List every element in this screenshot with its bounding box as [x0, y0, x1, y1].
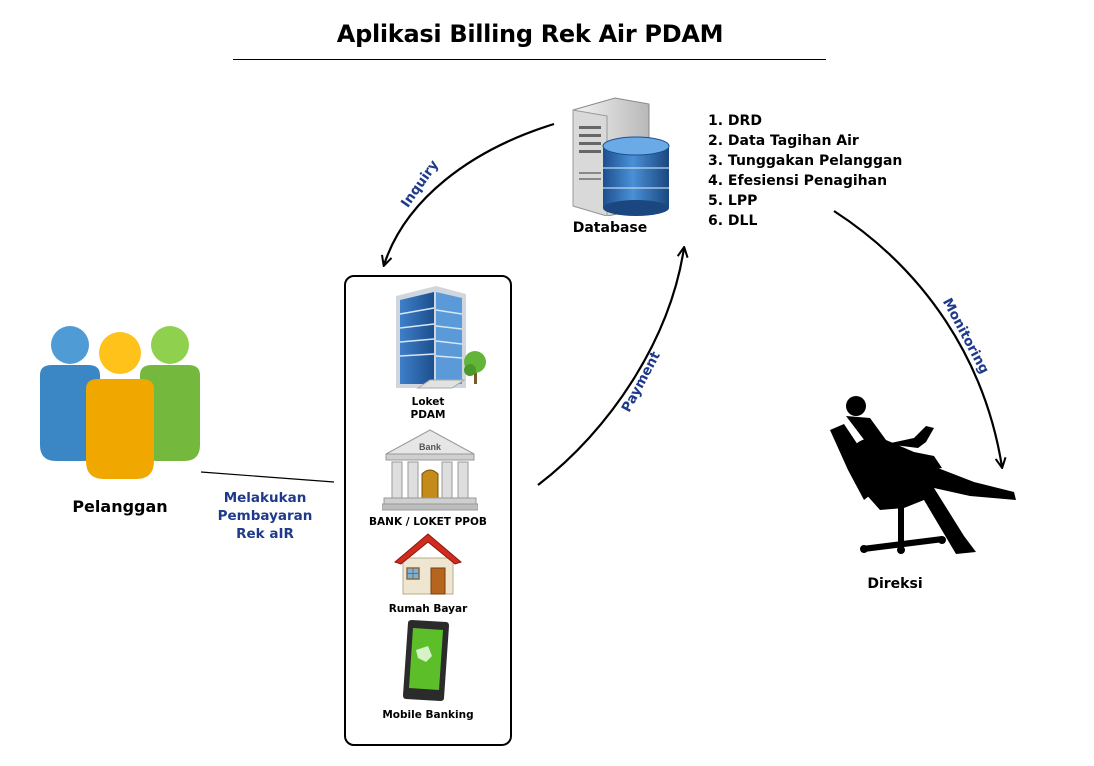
database-icon [565, 96, 671, 217]
channel-label-bank: BANK / LOKET PPOB [344, 516, 512, 529]
report-item: 2. Data Tagihan Air [708, 133, 859, 149]
channel-label-loket-pdam: Loket PDAM [344, 396, 512, 422]
bank-sign: Bank [419, 442, 442, 452]
payment-action-line: Rek aIR [236, 526, 294, 542]
report-item: 5. LPP [708, 193, 758, 209]
channel-label-line: BANK / LOKET PPOB [369, 516, 487, 528]
payment-action-line: Melakukan [223, 490, 307, 506]
report-item: 6. DLL [708, 213, 758, 229]
director-icon [824, 396, 1020, 560]
building-icon [390, 284, 490, 396]
payment-channels-box [344, 275, 512, 746]
channel-label-mobile-banking: Mobile Banking [344, 709, 512, 722]
inquiry-arrow [384, 122, 555, 265]
report-item: 1. DRD [708, 113, 762, 129]
title-underline [233, 59, 826, 60]
customers-icon [38, 325, 204, 483]
channel-label-rumah-bayar: Rumah Bayar [344, 603, 512, 616]
channel-label-line: Rumah Bayar [388, 603, 468, 615]
monitoring-arrow [833, 210, 1002, 467]
customer-connector-line [200, 471, 335, 483]
channel-label-line: Mobile Banking [382, 709, 474, 721]
bank-icon: Bank [381, 428, 479, 512]
report-list: 1. DRD 2. Data Tagihan Air 3. Tunggakan … [708, 111, 902, 231]
customer-label: Pelanggan [72, 497, 168, 516]
channel-label-line: PDAM [410, 409, 446, 421]
payment-action-label: Melakukan Pembayaran Rek aIR [205, 489, 325, 543]
director-label: Direksi [867, 576, 923, 592]
mobile-phone-icon [402, 618, 450, 702]
report-item: 3. Tunggakan Pelanggan [708, 153, 903, 169]
diagram-title: Aplikasi Billing Rek Air PDAM [336, 20, 724, 48]
payment-action-line: Pembayaran [217, 508, 313, 524]
channel-label-line: Loket [411, 396, 445, 408]
payment-arrow [537, 248, 684, 486]
house-icon [393, 530, 463, 596]
report-item: 4. Efesiensi Penagihan [708, 173, 888, 189]
database-label: Database [572, 220, 648, 236]
